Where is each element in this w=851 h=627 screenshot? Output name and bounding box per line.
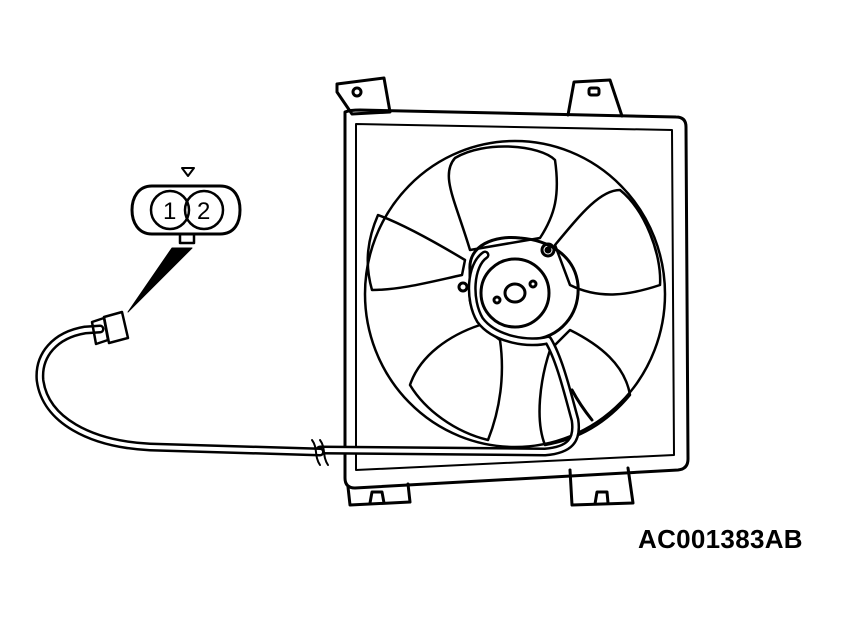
fan-blades	[366, 145, 662, 447]
fan-blade	[447, 145, 559, 252]
fan-blade	[538, 328, 632, 447]
fan-blade	[408, 323, 504, 442]
wire-break-mark	[311, 439, 329, 466]
fan-blade	[366, 213, 467, 292]
shroud-inner-frame	[355, 123, 675, 471]
bottom-left-bracket	[346, 482, 412, 507]
harness-connector	[90, 310, 130, 346]
pointer-callout	[127, 247, 193, 313]
shroud-frame	[343, 108, 690, 490]
bottom-right-bracket	[568, 466, 635, 507]
pin-1-label: 1	[163, 198, 176, 225]
pin-2-socket	[183, 189, 225, 231]
lock-tab-icon	[181, 167, 195, 177]
fan-ring	[363, 139, 667, 449]
figure-reference-code: AC001383AB	[638, 524, 803, 554]
pin-2-label: 2	[197, 198, 210, 225]
fan-blade	[553, 188, 662, 296]
top-left-bracket	[335, 76, 392, 116]
connector-face-view	[130, 167, 242, 245]
top-right-bracket	[566, 78, 624, 118]
pin-1-socket	[149, 189, 191, 231]
